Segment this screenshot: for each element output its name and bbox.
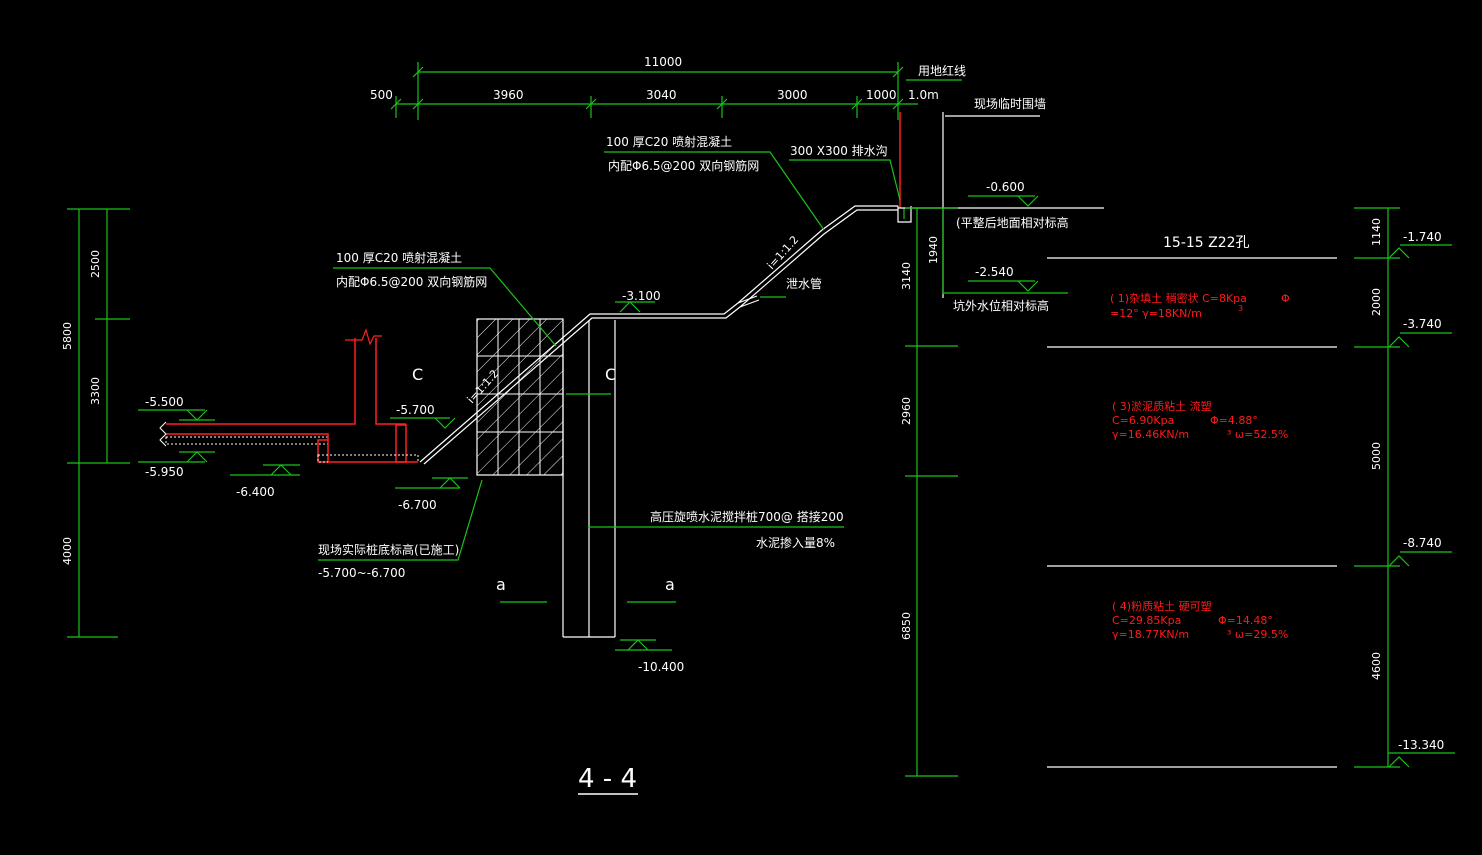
soil-1-line-b: =12° γ=18KN/m (1110, 307, 1202, 320)
elev-5950: -5.950 (145, 465, 184, 479)
dim-3140: 3140 (900, 262, 913, 290)
soil-4-line-a: ( 4)粉质粘土 硬可塑 (1112, 599, 1212, 613)
label-c-right: C (605, 365, 616, 384)
dim-2960: 2960 (900, 397, 913, 425)
elev-b8740: -8.740 (1403, 536, 1442, 550)
dim-3000: 3000 (777, 88, 808, 102)
section-title: 4 - 4 (578, 764, 637, 794)
left-dimension-column (67, 208, 130, 638)
elev-0600: -0.600 (986, 180, 1025, 194)
label-shotcrete-upper-1: 100 厚C20 喷射混凝土 (606, 134, 732, 149)
soil-4-line-b: C=29.85Kpa (1112, 614, 1181, 627)
elevation-markers (138, 195, 1068, 651)
dim-3960: 3960 (493, 88, 524, 102)
middle-dimension-column (905, 207, 958, 777)
label-c-left: C (412, 365, 423, 384)
dim-4600: 4600 (1370, 652, 1383, 680)
elev-b1740: -1.740 (1403, 230, 1442, 244)
soil-1-phi: Φ (1281, 292, 1290, 305)
label-drain-pipe: 泄水管 (786, 276, 822, 291)
drain-pipe (737, 295, 760, 308)
elev-6700: -6.700 (398, 498, 437, 512)
soil-3-line-c: γ=16.46KN/m (1112, 428, 1189, 441)
label-a-left: a (496, 575, 506, 594)
label-drain-ditch: 300 X300 排水沟 (790, 144, 888, 158)
dim-3300: 3300 (89, 377, 102, 405)
dim-2500: 2500 (89, 250, 102, 278)
dim-4000: 4000 (61, 537, 74, 565)
label-shotcrete-lower-1: 100 厚C20 喷射混凝土 (336, 250, 462, 265)
elev-2540: -2.540 (975, 265, 1014, 279)
borehole-dimension-column (1354, 207, 1455, 768)
soil-4-line-c: γ=18.77KN/m (1112, 628, 1189, 641)
elev-10400: -10.400 (638, 660, 684, 674)
label-jet-pile-1: 高压旋喷水泥搅拌桩700@ 搭接200 (650, 509, 844, 524)
elev-5700: -5.700 (396, 403, 435, 417)
label-pile-bottom-2: -5.700~-6.700 (318, 566, 405, 580)
dim-5800: 5800 (61, 322, 74, 350)
soil-1-sup: 3 (1238, 304, 1243, 313)
dim-1140: 1140 (1370, 218, 1383, 246)
dim-6850: 6850 (900, 612, 913, 640)
soil-3-phi: Φ=4.88° (1210, 414, 1258, 427)
soil-3-line-a: ( 3)淤泥质粘土 流塑 (1112, 399, 1212, 413)
dim-500: 500 (370, 88, 393, 102)
label-a-right: a (665, 575, 675, 594)
borehole-layer-lines (1047, 257, 1337, 768)
dim-5000: 5000 (1370, 442, 1383, 470)
drain-ditch (897, 206, 912, 223)
basement-structure (159, 328, 419, 463)
label-jet-pile-2: 水泥掺入量8% (756, 535, 835, 550)
soil-4-line-d: ³ ω=29.5% (1227, 628, 1288, 641)
label-pile-bottom-1: 现场实际桩底标高(已施工) (318, 542, 459, 557)
leader-lines (318, 151, 901, 603)
label-shotcrete-lower-2: 内配Φ6.5@200 双向钢筋网 (336, 274, 487, 289)
dim-1000: 1000 (866, 88, 897, 102)
elev-6400: -6.400 (236, 485, 275, 499)
dim-3040: 3040 (646, 88, 677, 102)
top-dimension-chain (390, 62, 962, 120)
label-red-line: 用地红线 (918, 63, 966, 78)
label-temporary-wall: 现场临时围墙 (974, 97, 1046, 111)
jet-grout-pile-block (476, 318, 564, 476)
elev-b13340: -13.340 (1398, 738, 1444, 752)
dim-1m: 1.0m (908, 88, 939, 102)
soil-3-line-d: ³ ω=52.5% (1227, 428, 1288, 441)
soil-3-line-b: C=6.90Kpa (1112, 414, 1174, 427)
dim-2000: 2000 (1370, 288, 1383, 316)
soil-4-phi: Φ=14.48° (1218, 614, 1273, 627)
dim-1940: 1940 (927, 236, 940, 264)
soil-1-line-a: ( 1)杂填土 稍密状 C=8Kpa (1110, 291, 1247, 305)
label-water-note: 坑外水位相对标高 (953, 298, 1049, 313)
label-ground-note: (平整后地面相对标高 (956, 215, 1069, 230)
elev-b3740: -3.740 (1403, 317, 1442, 331)
elev-5500: -5.500 (145, 395, 184, 409)
borehole-title: 15-15 Z22孔 (1163, 235, 1250, 251)
elev-3100: -3.100 (622, 289, 661, 303)
label-shotcrete-upper-2: 内配Φ6.5@200 双向钢筋网 (608, 158, 759, 173)
dim-11000: 11000 (644, 55, 682, 69)
